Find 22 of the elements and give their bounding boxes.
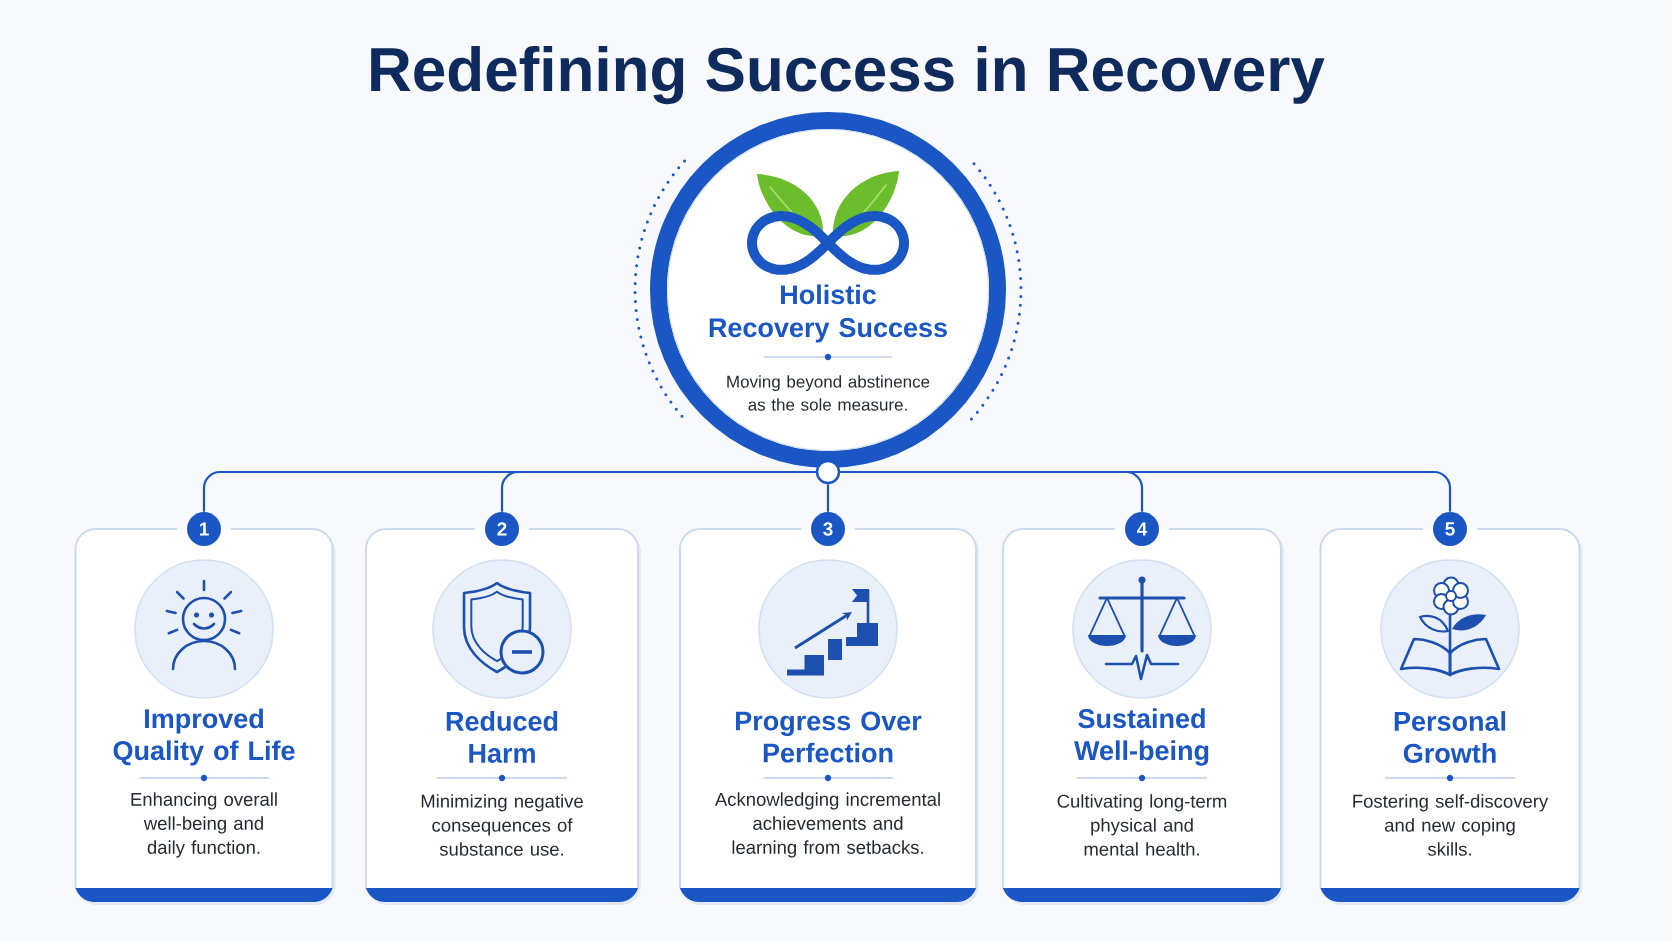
connector: [500, 470, 816, 512]
card-text: Enhancing overall well-being and daily function.: [131, 792, 277, 858]
number-badge: 4: [1125, 512, 1159, 546]
circle-text: Moving beyond abstinence as the sole measure.: [727, 375, 930, 411]
connector: [826, 484, 830, 512]
card-text: Fostering self-discovery and new coping skills.: [1353, 794, 1549, 856]
hub-circle: [650, 112, 1006, 468]
card-title: Personal Growth: [1394, 711, 1506, 763]
card-text: Acknowledging incremental achievements and learning from setbacks.: [714, 792, 940, 858]
number-badge: 5: [1433, 512, 1467, 546]
connector: [840, 470, 1452, 512]
card-text: Cultivating long-term physical and mental health.: [1057, 794, 1227, 856]
number-badge: 1: [187, 512, 221, 546]
card-title: Reduced Harm: [446, 711, 558, 763]
card-title: Progress Over Perfection: [736, 711, 922, 763]
circle-heading: Holistic Recovery Success: [709, 284, 947, 343]
card-title: Improved Quality of Life: [113, 708, 295, 766]
number-badge: 2: [485, 512, 519, 546]
number-badge: 3: [811, 512, 845, 546]
card-title: Sustained Well-being: [1074, 708, 1209, 766]
card-text: Minimizing negative consequences of substance use.: [421, 794, 583, 856]
title: Redefining Success in Recovery: [371, 46, 1325, 105]
